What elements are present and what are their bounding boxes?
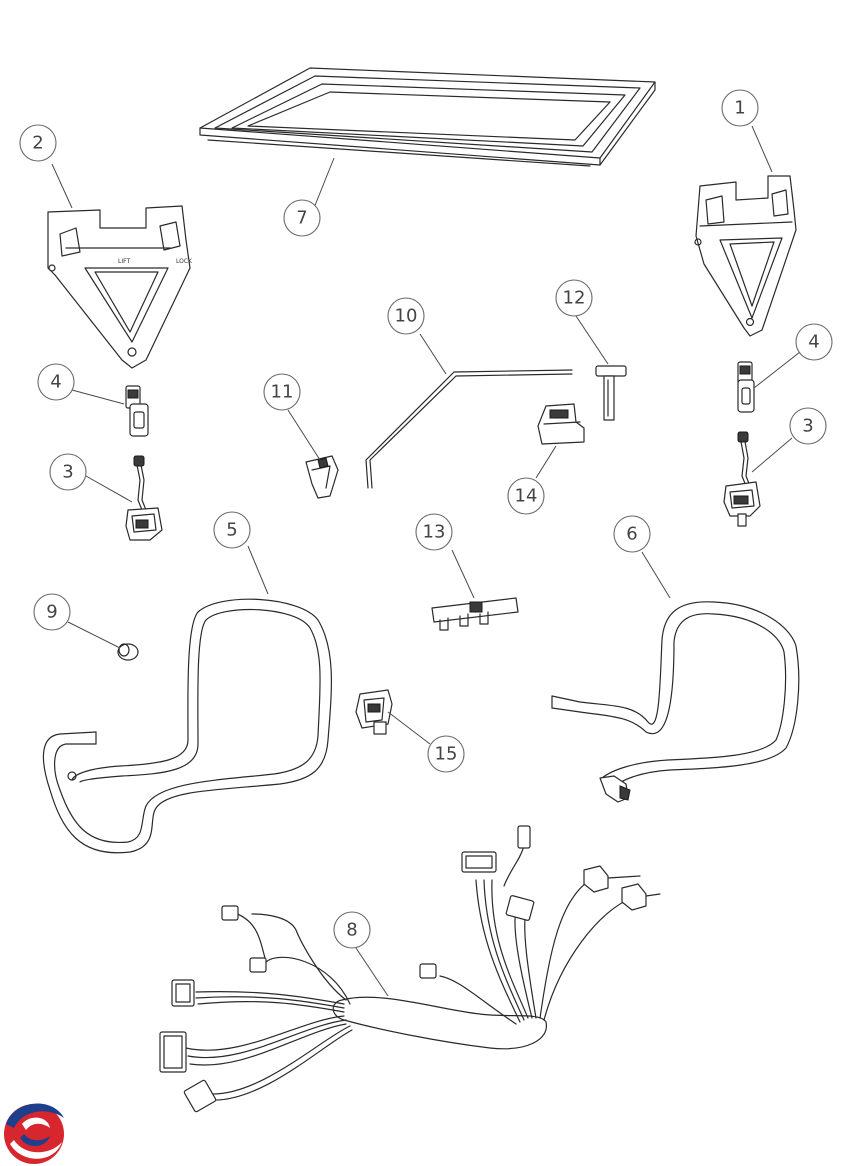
callout-12: 12 <box>555 279 593 317</box>
part-6-gasket-right <box>551 601 800 803</box>
svg-text:10: 10 <box>395 306 418 327</box>
part-7-door-frame <box>199 67 656 167</box>
part-5-gasket-left <box>42 598 333 854</box>
callout-3-right: 3 <box>789 407 827 445</box>
callout-4-right: 4 <box>795 323 833 361</box>
svg-text:12: 12 <box>563 288 586 309</box>
callout-5: 5 <box>213 511 251 549</box>
svg-text:15: 15 <box>435 744 458 765</box>
svg-text:3: 3 <box>802 416 813 437</box>
svg-text:2: 2 <box>32 133 43 154</box>
svg-text:4: 4 <box>50 372 61 393</box>
callout-15: 15 <box>427 735 465 773</box>
part-8-wiring-harness <box>159 825 661 1113</box>
svg-text:5: 5 <box>226 520 237 541</box>
callout-6: 6 <box>613 515 651 553</box>
callout-2: 2 <box>19 124 57 162</box>
part-3-switch-left <box>125 455 163 541</box>
svg-text:14: 14 <box>515 486 538 507</box>
part-15-latch-block <box>355 689 393 735</box>
svg-text:11: 11 <box>271 382 294 403</box>
part-11-bracket <box>305 455 339 499</box>
hinge-lock-label: LOCK <box>176 258 193 265</box>
part-1-hinge-right <box>694 175 797 337</box>
part-4-latch-right <box>737 361 755 413</box>
callout-3-left: 3 <box>49 453 87 491</box>
callout-1: 1 <box>721 89 759 127</box>
callout-14: 14 <box>507 477 545 515</box>
part-2-hinge-left: LIFT LOCK <box>47 205 193 369</box>
part-10-rod <box>365 369 573 489</box>
part-9-cap <box>117 643 139 661</box>
part-13-connector-strip <box>431 597 519 631</box>
svg-text:4: 4 <box>808 332 819 353</box>
callout-13: 13 <box>415 513 453 551</box>
leader-lines <box>51 125 801 997</box>
svg-text:1: 1 <box>734 98 745 119</box>
hinge-lift-label: LIFT <box>118 258 130 265</box>
callout-10: 10 <box>387 297 425 335</box>
svg-text:8: 8 <box>346 920 357 941</box>
part-3-switch-right <box>723 431 761 527</box>
callout-11: 11 <box>263 373 301 411</box>
svg-text:6: 6 <box>626 524 637 545</box>
part-14-clip <box>537 403 585 445</box>
callout-4-left: 4 <box>37 363 75 401</box>
brand-logo-icon <box>4 1103 64 1164</box>
svg-text:13: 13 <box>423 522 446 543</box>
callout-8: 8 <box>333 911 371 949</box>
part-4-latch-left <box>125 385 149 437</box>
svg-text:9: 9 <box>46 602 57 623</box>
svg-text:7: 7 <box>296 208 307 229</box>
callout-7: 7 <box>283 199 321 237</box>
callout-9: 9 <box>33 593 71 631</box>
svg-text:3: 3 <box>62 462 73 483</box>
part-12-pin <box>595 365 627 421</box>
